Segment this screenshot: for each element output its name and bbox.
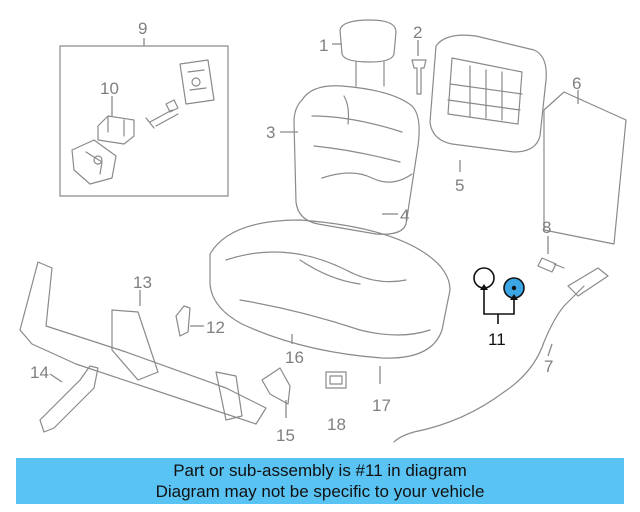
plate-part bbox=[179, 59, 215, 105]
seatback-cover-part-3 bbox=[280, 85, 420, 235]
cap-part-11 bbox=[473, 267, 525, 324]
callout-label: 14 bbox=[30, 363, 49, 382]
callout-label: 10 bbox=[100, 79, 119, 98]
callout-label: 6 bbox=[572, 74, 581, 93]
callout-label-highlighted: 11 bbox=[488, 330, 506, 349]
bracket-part-12 bbox=[175, 305, 204, 337]
callout-label: 13 bbox=[133, 273, 152, 292]
callout-label: 17 bbox=[372, 396, 391, 415]
cover-part-15 bbox=[261, 367, 291, 418]
seat-cushion-part-16-17 bbox=[209, 219, 451, 384]
callout-label: 2 bbox=[413, 23, 422, 42]
banner-line-2: Diagram may not be specific to your vehi… bbox=[155, 482, 485, 501]
callout-label: 5 bbox=[455, 176, 464, 195]
banner-line-1: Part or sub-assembly is #11 in diagram bbox=[173, 461, 467, 480]
seat-frame-part-13 bbox=[19, 261, 267, 425]
info-banner: Part or sub-assembly is #11 in diagram D… bbox=[16, 458, 624, 504]
bracket-part-10 bbox=[97, 96, 135, 145]
back-panel-part-6 bbox=[543, 90, 627, 245]
callout-label: 12 bbox=[206, 318, 225, 337]
bracket-part-14 bbox=[39, 365, 99, 433]
hardware-inset bbox=[59, 38, 229, 197]
bolt-part-8 bbox=[537, 236, 565, 273]
callout-label: 3 bbox=[266, 123, 275, 142]
callout-label: 7 bbox=[544, 357, 553, 376]
callout-label: 9 bbox=[138, 19, 147, 38]
callout-label: 1 bbox=[319, 36, 328, 55]
clip-part-18 bbox=[325, 371, 347, 389]
callout-label: 15 bbox=[276, 426, 295, 445]
callout-label: 16 bbox=[285, 348, 304, 367]
callout-label: 4 bbox=[400, 206, 409, 225]
seatback-frame-part-5 bbox=[429, 34, 547, 172]
bolt-part bbox=[145, 99, 179, 129]
guide-part-2 bbox=[411, 40, 427, 95]
anchor-part bbox=[71, 139, 117, 185]
release-cable-part-7 bbox=[393, 267, 609, 443]
headrest-part-1 bbox=[332, 19, 397, 87]
callout-label: 18 bbox=[327, 415, 346, 434]
callout-label: 8 bbox=[542, 218, 551, 237]
parts-diagram: 1 2 3 4 5 6 7 8 9 10 11 12 13 14 15 16 1… bbox=[19, 19, 627, 445]
